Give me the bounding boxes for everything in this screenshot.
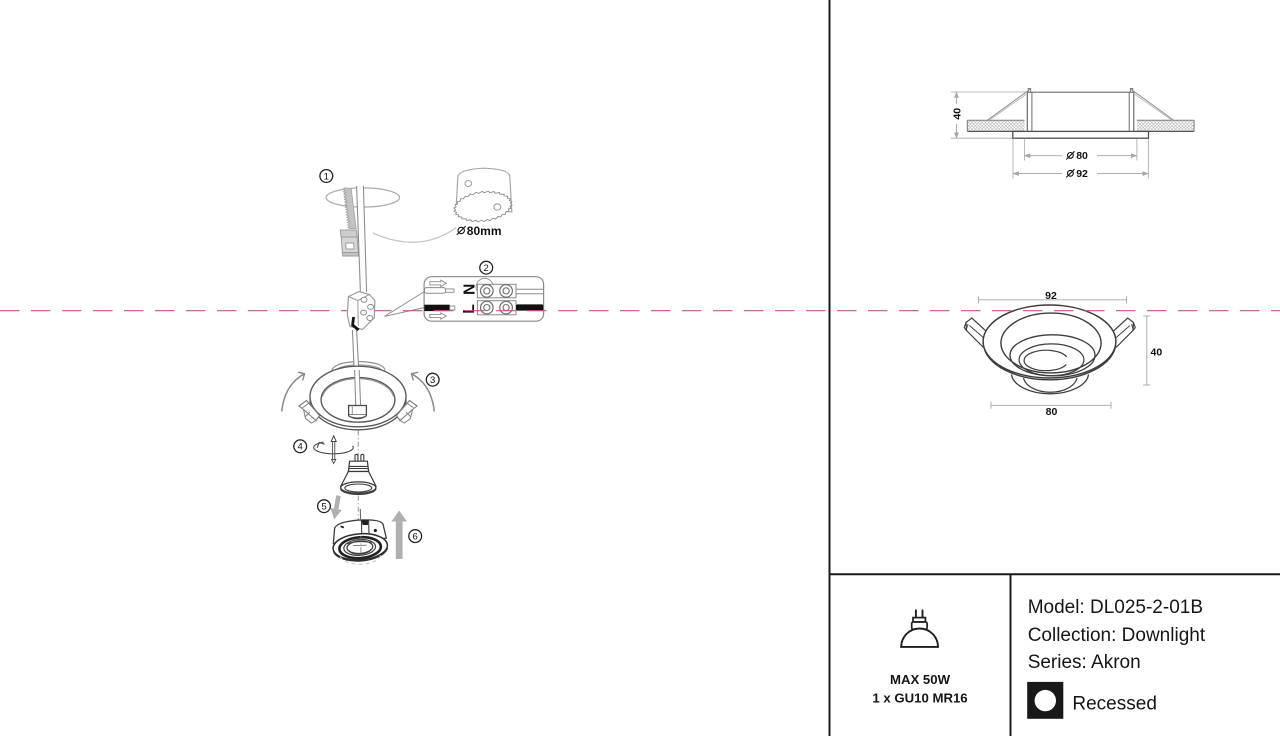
svg-text:Recessed: Recessed <box>1072 693 1157 714</box>
svg-text:L: L <box>461 304 478 313</box>
svg-text:92: 92 <box>1076 168 1088 180</box>
svg-text:5: 5 <box>321 502 326 513</box>
svg-text:40: 40 <box>951 108 963 120</box>
svg-text:1 x GU10 MR16: 1 x GU10 MR16 <box>872 691 967 706</box>
svg-text:2: 2 <box>484 263 489 274</box>
svg-text:40: 40 <box>1151 347 1163 359</box>
svg-text:80mm: 80mm <box>467 224 502 238</box>
svg-text:Model: DL025-2-01B: Model: DL025-2-01B <box>1028 597 1203 618</box>
svg-text:Series: Akron: Series: Akron <box>1028 652 1141 673</box>
svg-text:80: 80 <box>1046 406 1058 418</box>
svg-text:92: 92 <box>1045 290 1057 302</box>
svg-text:N: N <box>462 284 479 295</box>
svg-text:80: 80 <box>1076 150 1088 162</box>
svg-text:3: 3 <box>430 375 435 386</box>
svg-text:4: 4 <box>298 442 303 453</box>
svg-text:6: 6 <box>413 532 418 543</box>
svg-text:MAX 50W: MAX 50W <box>890 672 951 687</box>
svg-text:Collection: Downlight: Collection: Downlight <box>1028 625 1206 646</box>
svg-text:1: 1 <box>324 171 329 182</box>
